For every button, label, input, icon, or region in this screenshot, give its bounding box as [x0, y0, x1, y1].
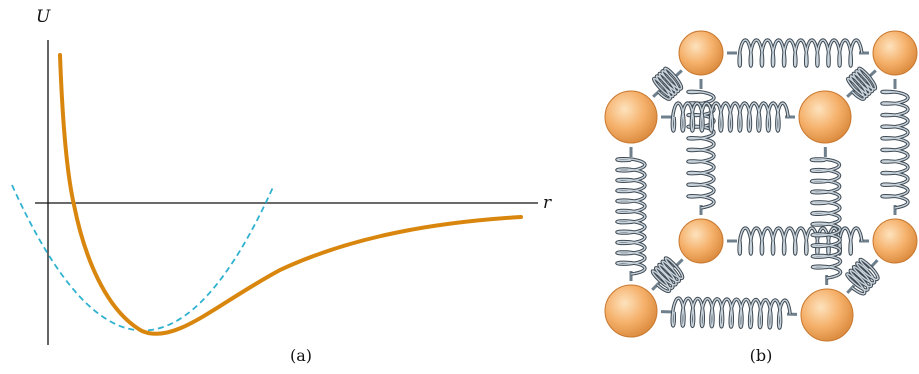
panel-a: U r (a)	[12, 7, 552, 365]
panel-b: (b)	[605, 31, 917, 365]
spring-back-top	[727, 40, 869, 66]
x-axis-label: r	[543, 193, 552, 213]
y-axis-label: U	[36, 7, 51, 27]
spring-back-left	[688, 79, 714, 215]
atom-ball	[605, 91, 657, 143]
spring-connector-top-left	[653, 68, 682, 99]
spring-front-bottom	[661, 298, 797, 328]
parabolic-approximation-curve	[12, 185, 274, 331]
spring-back-right	[882, 79, 908, 215]
atom-ball	[679, 219, 723, 263]
spring-front-left	[617, 147, 645, 281]
caption-b: (b)	[750, 346, 773, 365]
spring-coil	[617, 159, 645, 274]
spring-coil	[739, 228, 862, 254]
spring-coil	[811, 159, 840, 278]
spring-coil	[739, 40, 862, 66]
potential-energy-curve	[60, 55, 521, 334]
spring-coil	[811, 159, 840, 278]
caption-a: (a)	[290, 346, 312, 365]
spring-back-bottom	[727, 228, 869, 254]
spring-connector-bottom-right	[847, 260, 878, 294]
spring-connector-top-right	[847, 68, 876, 99]
spring-coil	[617, 159, 645, 274]
springs	[617, 40, 908, 328]
atom-ball	[679, 31, 723, 75]
spring-front-right	[811, 147, 840, 285]
spring-front-top	[661, 103, 795, 131]
atom-ball	[799, 91, 851, 143]
atom-ball	[873, 219, 917, 263]
atom-ball	[801, 289, 853, 341]
atom-ball	[873, 31, 917, 75]
spring-coil	[882, 91, 908, 208]
atom-ball	[605, 285, 657, 337]
spring-connector-bottom-left	[652, 258, 682, 291]
